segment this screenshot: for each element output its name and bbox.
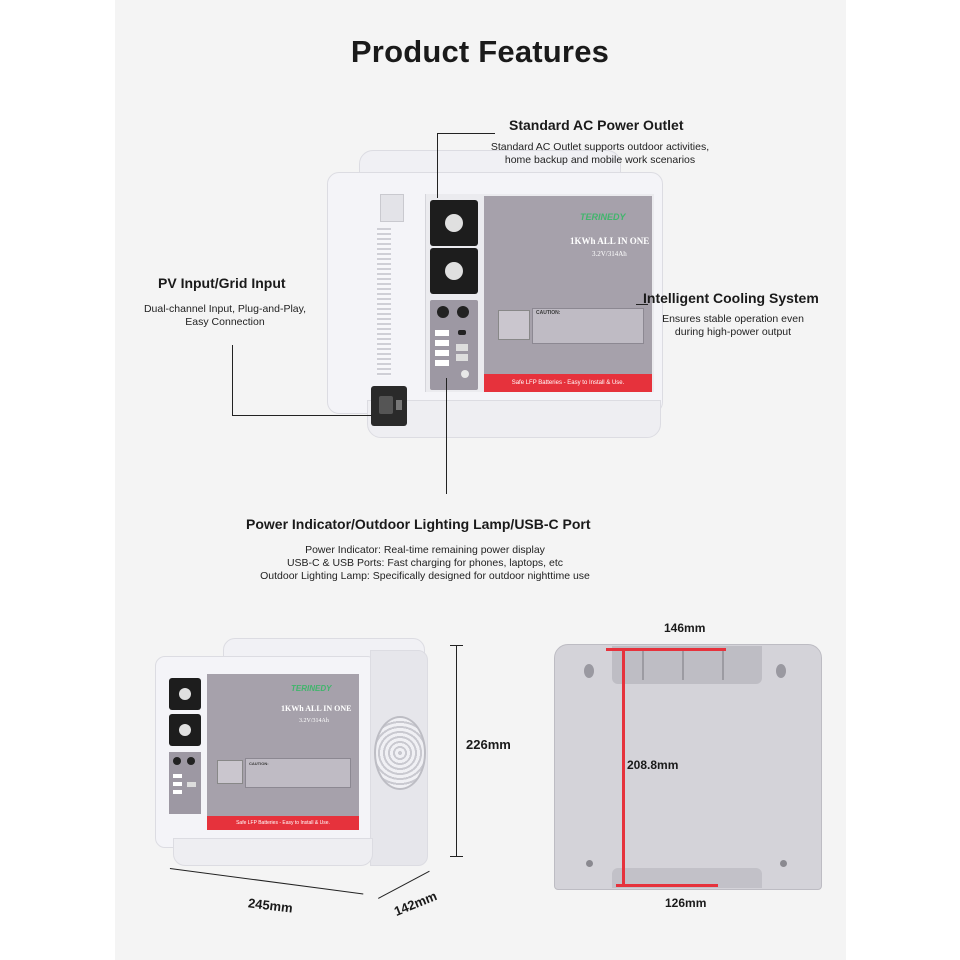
cooling-title: Intelligent Cooling System: [643, 290, 819, 306]
top-dim-label: 146mm: [664, 621, 706, 635]
inner-height-dim-label: 208.8mm: [627, 758, 679, 772]
angled-label: TERINEDY 1KWh ALL IN ONE 3.2V/314Ah CAUT…: [207, 674, 359, 830]
pv-callout-line-h: [232, 415, 372, 416]
indicator-desc: Power Indicator: Real-time remaining pow…: [260, 544, 590, 582]
model-text: 1KWh ALL IN ONE: [570, 236, 650, 246]
side-hole-br: [780, 860, 787, 867]
device-base: [367, 400, 661, 438]
measure-vertical-line: [622, 650, 625, 886]
spec-text: 3.2V/314Ah: [592, 250, 627, 258]
indicator-callout-line: [446, 378, 447, 494]
height-dim-label: 226mm: [466, 737, 511, 752]
angled-footer-text: Safe LFP Batteries - Easy to Install & U…: [236, 820, 330, 826]
certification-marks: [498, 310, 530, 340]
cooling-callout-line: [636, 304, 648, 305]
ac-outlet-title: Standard AC Power Outlet: [509, 117, 684, 133]
measure-bottom-line: [616, 884, 718, 887]
fan-grille: [374, 716, 426, 790]
height-dim-tick-top: [450, 645, 463, 646]
side-top-channel: [612, 646, 762, 684]
angled-socket-2: [169, 714, 201, 746]
ac-inlet: [371, 386, 407, 426]
angled-caution-box: CAUTION:: [245, 758, 351, 788]
product-image-front: TERINEDY 1KWh ALL IN ONE 3.2V/314Ah CAUT…: [327, 150, 663, 440]
control-panel: [430, 300, 478, 390]
pv-input-desc: Dual-channel Input, Plug-and-Play, Easy …: [143, 303, 307, 328]
side-hole-bl: [586, 860, 593, 867]
ac-socket-1: [430, 200, 478, 246]
product-image-side: [554, 640, 822, 890]
pv-input-title: PV Input/Grid Input: [158, 275, 286, 291]
side-hole-tl: [584, 664, 594, 678]
angled-certification-marks: [217, 760, 243, 784]
pv-callout-line-v: [232, 345, 233, 415]
height-dim-line: [456, 645, 457, 857]
side-hole-tr: [776, 664, 786, 678]
side-body: [554, 644, 822, 890]
brand-logo: TERINEDY: [580, 212, 626, 222]
height-dim-tick-bottom: [450, 856, 463, 857]
ac-socket-2: [430, 248, 478, 294]
angled-base: [173, 838, 373, 866]
side-vent: [377, 228, 391, 376]
angled-socket-1: [169, 678, 201, 710]
indicator-title: Power Indicator/Outdoor Lighting Lamp/US…: [246, 516, 591, 532]
angled-brand-logo: TERINEDY: [291, 684, 332, 693]
angled-model-text: 1KWh ALL IN ONE: [281, 704, 352, 713]
caution-box: CAUTION:: [532, 308, 644, 344]
footer-text: Safe LFP Batteries - Easy to Install & U…: [511, 380, 625, 386]
angled-footer-band: Safe LFP Batteries - Easy to Install & U…: [207, 816, 359, 830]
angled-spec-text: 3.2V/314Ah: [299, 718, 329, 724]
side-bottom-foot: [612, 868, 762, 888]
cooling-desc: Ensures stable operation even during hig…: [662, 313, 804, 338]
ac-callout-line-h: [437, 133, 495, 134]
front-footer-band: Safe LFP Batteries - Easy to Install & U…: [484, 374, 652, 392]
ac-outlet-desc: Standard AC Outlet supports outdoor acti…: [490, 141, 710, 166]
measure-top-line: [606, 648, 726, 651]
bottom-dim-label: 126mm: [665, 896, 707, 910]
side-slot: [380, 194, 404, 222]
angled-control-panel: [169, 752, 201, 814]
ac-callout-line-v: [437, 133, 438, 198]
page-title: Product Features: [350, 34, 610, 69]
product-image-angled: TERINEDY 1KWh ALL IN ONE 3.2V/314Ah CAUT…: [155, 638, 430, 870]
front-label: TERINEDY 1KWh ALL IN ONE 3.2V/314Ah CAUT…: [484, 196, 652, 392]
